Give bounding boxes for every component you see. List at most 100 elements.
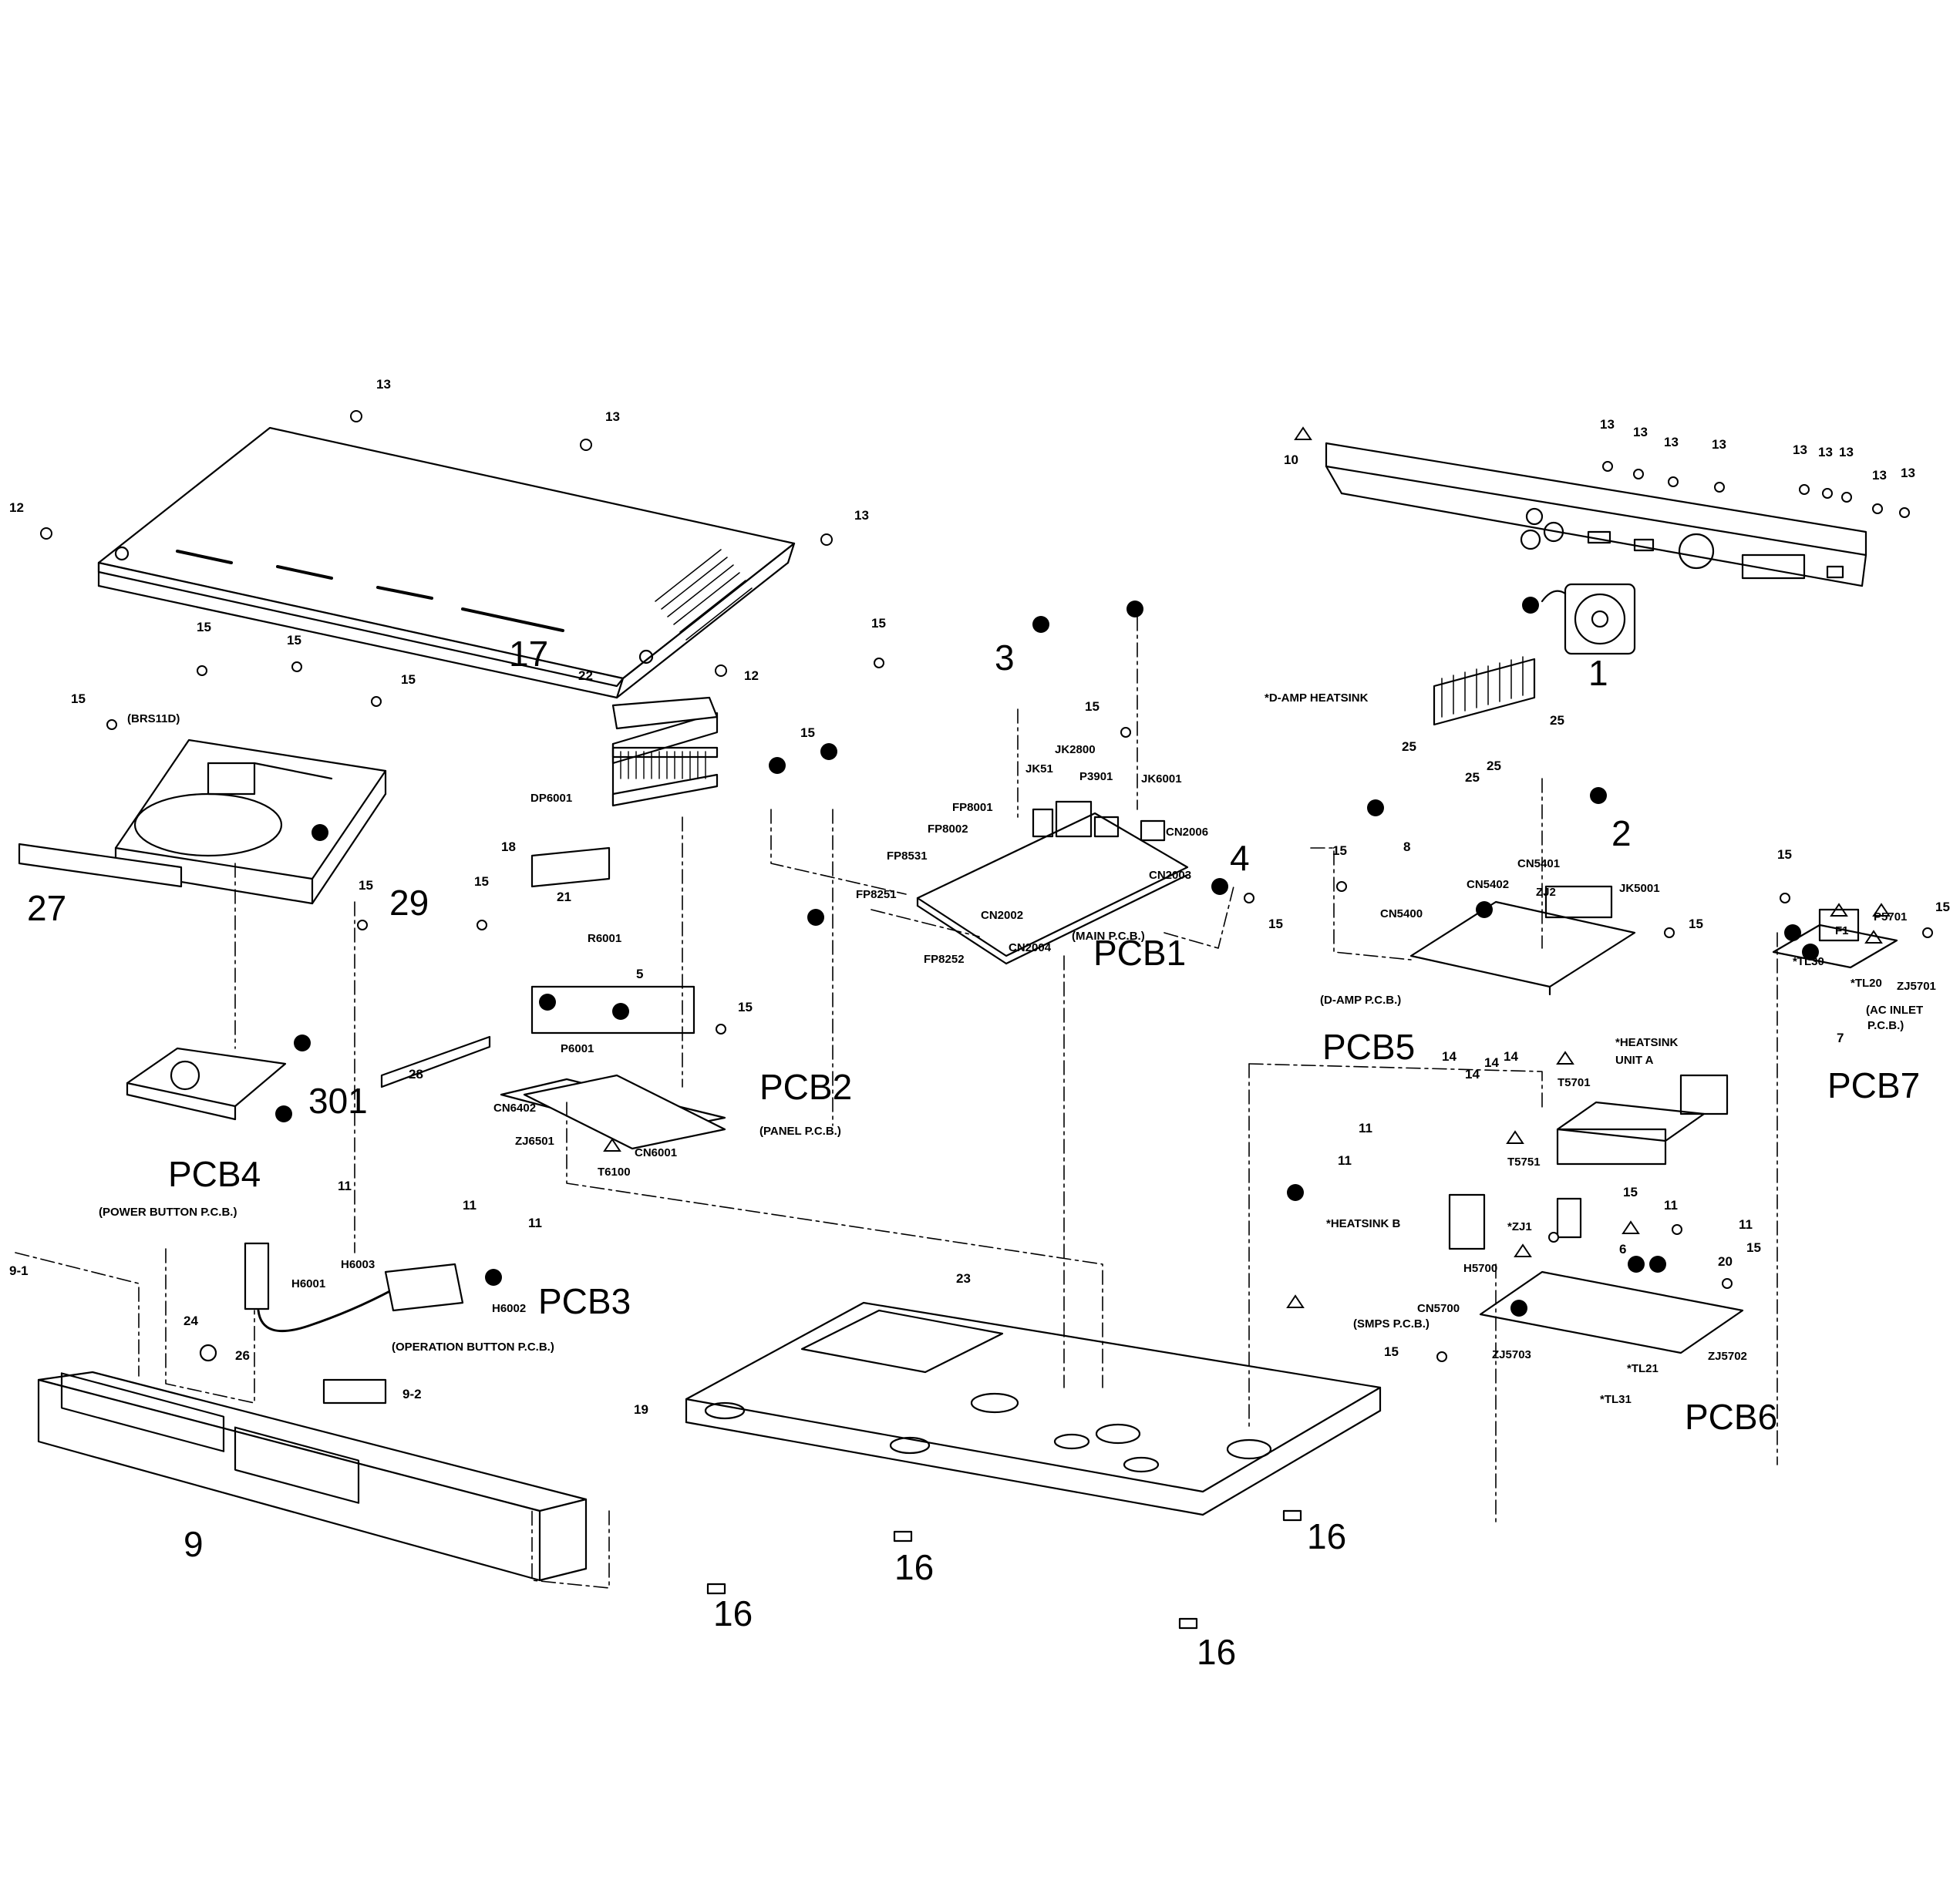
part-15-label-o: 15 <box>1935 900 1950 914</box>
part-25-label-a: 25 <box>1550 713 1564 728</box>
screw-symbols <box>40 410 1933 1362</box>
part-11-label-d: 11 <box>1359 1121 1372 1135</box>
fp8002-label: FP8002 <box>928 823 968 836</box>
jk6001-label: JK6001 <box>1141 772 1182 786</box>
part-12-label-b: 12 <box>744 668 759 683</box>
pcb2-label: PCB2 <box>759 1067 853 1107</box>
part-13-label-e: 13 <box>1633 425 1648 439</box>
part-14-label-d: 14 <box>1504 1049 1518 1064</box>
part-11-label-g: 11 <box>1739 1217 1753 1232</box>
p5701-label: P5701 <box>1874 910 1908 923</box>
part-15-label-j: 15 <box>738 1000 753 1014</box>
cn2002-label: CN2002 <box>981 909 1024 922</box>
part-13-label-c: 13 <box>854 508 869 523</box>
p6001-label: P6001 <box>561 1042 594 1055</box>
assembly-leader-lines <box>15 616 1778 1589</box>
zj2-label: ZJ2 <box>1536 886 1556 899</box>
part-23-label: 23 <box>956 1271 971 1286</box>
part-15-label-k: 15 <box>1268 917 1283 931</box>
part-14-label-a: 14 <box>1442 1049 1457 1064</box>
part-15-label-q: 15 <box>1746 1240 1761 1255</box>
main-board-drawing <box>916 800 1189 965</box>
part-19-label: 19 <box>634 1402 648 1417</box>
part-15-label-d: 15 <box>401 672 416 687</box>
part-18-label: 18 <box>501 839 516 854</box>
d-amp-pcb-note: (D-AMP P.C.B.) <box>1320 994 1402 1007</box>
f1-label: F1 <box>1835 924 1849 937</box>
part-16-label-b: 16 <box>894 1547 935 1587</box>
heatsink-unit-a-drawing <box>1556 1074 1729 1166</box>
part-7-label: 7 <box>1837 1031 1844 1045</box>
part-14-label-c: 14 <box>1484 1055 1499 1070</box>
part-16-label-a: 16 <box>713 1593 753 1633</box>
part-16-label-d: 16 <box>1307 1516 1347 1556</box>
t5751-label: T5751 <box>1507 1156 1541 1169</box>
part-3-label: 3 <box>995 638 1015 678</box>
part-29-label: 29 <box>389 883 429 923</box>
pcb3-label: PCB3 <box>538 1281 631 1321</box>
heatsink-unit-a-note-2: UNIT A <box>1615 1054 1654 1067</box>
part-21-label: 21 <box>557 890 571 904</box>
cn6001-label: CN6001 <box>635 1146 678 1159</box>
part-5-label: 5 <box>636 967 644 981</box>
tl20-label: *TL20 <box>1851 977 1882 990</box>
part-13-label-d: 13 <box>1600 417 1615 432</box>
ac-inlet-pcb-note-2: P.C.B.) <box>1867 1019 1904 1032</box>
fp8251-label: FP8251 <box>856 888 897 901</box>
part-24-label: 24 <box>184 1314 198 1328</box>
operation-button-pcb-note: (OPERATION BUTTON P.C.B.) <box>392 1341 554 1354</box>
pcb2-plate-drawing <box>523 1074 726 1150</box>
pcb4-label: PCB4 <box>168 1154 261 1194</box>
d-amp-heatsink-note: *D-AMP HEATSINK <box>1265 691 1369 705</box>
part-11-label-b: 11 <box>463 1198 477 1213</box>
power-button-pcb-note: (POWER BUTTON P.C.B.) <box>99 1206 237 1219</box>
part-25-label-d: 25 <box>1465 770 1480 785</box>
h6003-label: H6003 <box>341 1258 375 1271</box>
pcb5-label: PCB5 <box>1322 1027 1416 1067</box>
cn6402-label: CN6402 <box>493 1102 537 1115</box>
part-13-label-h: 13 <box>1793 442 1807 457</box>
zj5703-label: ZJ5703 <box>1492 1348 1531 1361</box>
t6100-label: T6100 <box>598 1166 631 1179</box>
part-13-label-f: 13 <box>1664 435 1679 449</box>
part-14-label-b: 14 <box>1465 1067 1480 1082</box>
part-20-label: 20 <box>1718 1254 1733 1269</box>
fp8531-label: FP8531 <box>887 849 928 863</box>
part-4-label: 4 <box>1230 838 1250 878</box>
main-pcb-note: (MAIN P.C.B.) <box>1072 930 1145 943</box>
d-amp-heatsink-drawing <box>1433 656 1536 726</box>
part-9-2-label: 9-2 <box>402 1387 422 1401</box>
part-9-label: 9 <box>184 1524 204 1564</box>
base-chassis-drawing <box>685 1301 1382 1516</box>
part-13-label-i: 13 <box>1818 445 1833 459</box>
fp8001-label: FP8001 <box>952 801 993 814</box>
part-15-label-c: 15 <box>287 633 301 648</box>
part-8-label: 8 <box>1403 839 1411 854</box>
heatsink-b-note: *HEATSINK B <box>1326 1217 1401 1230</box>
dp6001-label: DP6001 <box>530 792 573 805</box>
zj5702-label: ZJ5702 <box>1708 1350 1747 1363</box>
part-15-label-m: 15 <box>1689 917 1703 931</box>
top-cover-drawing <box>97 426 796 699</box>
part-11-label-e: 11 <box>1338 1153 1352 1168</box>
part-15-label-l: 15 <box>1332 843 1347 858</box>
part-15-label-h: 15 <box>359 878 373 893</box>
fp8252-label: FP8252 <box>924 953 965 966</box>
warning-triangles <box>603 426 1891 1308</box>
cn5402-label: CN5402 <box>1467 878 1510 891</box>
panel-pcb-note: (PANEL P.C.B.) <box>759 1125 841 1138</box>
cn5700-label: CN5700 <box>1417 1302 1460 1315</box>
jk5001-label: JK5001 <box>1619 882 1660 895</box>
ac-inlet-pcb-note-1: (AC INLET <box>1866 1004 1924 1017</box>
pickup-mechanism-drawing <box>126 1047 287 1121</box>
part-15-label-i: 15 <box>474 874 489 889</box>
part-25-label-c: 25 <box>1487 759 1501 773</box>
part-17-label: 17 <box>509 634 549 674</box>
zj6501-label: ZJ6501 <box>515 1135 554 1148</box>
part-10-label: 10 <box>1284 452 1298 467</box>
cn2003-label: CN2003 <box>1149 869 1192 882</box>
part-6-label: 6 <box>1619 1242 1627 1257</box>
part-12-label-a: 12 <box>9 500 24 515</box>
pcb1-label: PCB1 <box>1093 933 1187 973</box>
part-15-label-b: 15 <box>197 620 211 634</box>
